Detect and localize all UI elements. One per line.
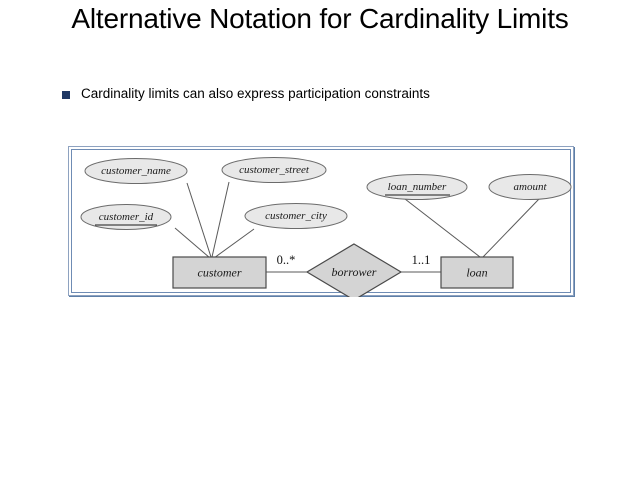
bullet-list-item: Cardinality limits can also express part… bbox=[62, 85, 430, 103]
cardinality-label-customer-borrower: 0..* bbox=[277, 253, 296, 267]
page-title: Alternative Notation for Cardinality Lim… bbox=[71, 3, 569, 34]
line-customer_city-to-customer bbox=[213, 228, 255, 259]
attribute-loan_number-label: loan_number bbox=[388, 181, 447, 193]
square-bullet-icon bbox=[62, 91, 70, 99]
attribute-amount[interactable]: amount bbox=[488, 174, 572, 200]
attribute-customer_city[interactable]: customer_city bbox=[244, 203, 348, 229]
attribute-customer_street-ellipse[interactable] bbox=[221, 157, 327, 183]
entity-loan-label: loan bbox=[466, 265, 487, 279]
attribute-loan_number[interactable]: loan_number bbox=[366, 174, 468, 200]
entity-loan-box[interactable] bbox=[440, 256, 514, 289]
entity-customer-box[interactable] bbox=[172, 256, 267, 289]
entity-customer[interactable]: customer bbox=[172, 256, 267, 289]
attribute-amount-ellipse[interactable] bbox=[488, 174, 572, 200]
relationship-borrower-diamond[interactable] bbox=[305, 243, 403, 297]
entity-loan[interactable]: loan bbox=[440, 256, 514, 289]
attribute-customer_id-ellipse[interactable] bbox=[80, 204, 172, 230]
attribute-customer_street-label: customer_street bbox=[239, 164, 310, 176]
cardinality-label-borrower-loan: 1..1 bbox=[412, 253, 431, 267]
er-diagram-canvas: customer borrower loan customer_name cus… bbox=[80, 157, 572, 297]
attribute-customer_city-label: customer_city bbox=[265, 210, 327, 222]
entity-customer-label: customer bbox=[198, 265, 242, 279]
bullet-item-label: Cardinality limits can also express part… bbox=[81, 86, 430, 101]
attribute-customer_city-ellipse[interactable] bbox=[244, 203, 348, 229]
attribute-connector-lines bbox=[174, 181, 540, 259]
line-loan_number-to-loan bbox=[404, 198, 481, 258]
line-customer_name-to-customer bbox=[186, 182, 212, 258]
attribute-amount-label: amount bbox=[514, 181, 548, 193]
line-amount-to-loan bbox=[482, 198, 540, 258]
er-diagram-frame: customer borrower loan customer_name cus… bbox=[68, 146, 574, 297]
attribute-customer_name-ellipse[interactable] bbox=[84, 158, 188, 184]
attribute-loan_number-ellipse[interactable] bbox=[366, 174, 468, 200]
relationship-borrower-label: borrower bbox=[332, 265, 377, 279]
line-customer_street-to-customer bbox=[211, 181, 230, 258]
attribute-customer_name[interactable]: customer_name bbox=[84, 158, 188, 184]
relationship-borrower[interactable]: borrower bbox=[305, 243, 403, 297]
attribute-customer_id[interactable]: customer_id bbox=[80, 204, 172, 230]
attribute-customer_id-label: customer_id bbox=[99, 211, 154, 223]
attribute-customer_street[interactable]: customer_street bbox=[221, 157, 327, 183]
line-customer_id-to-customer bbox=[174, 227, 211, 259]
attribute-customer_name-label: customer_name bbox=[101, 165, 171, 177]
